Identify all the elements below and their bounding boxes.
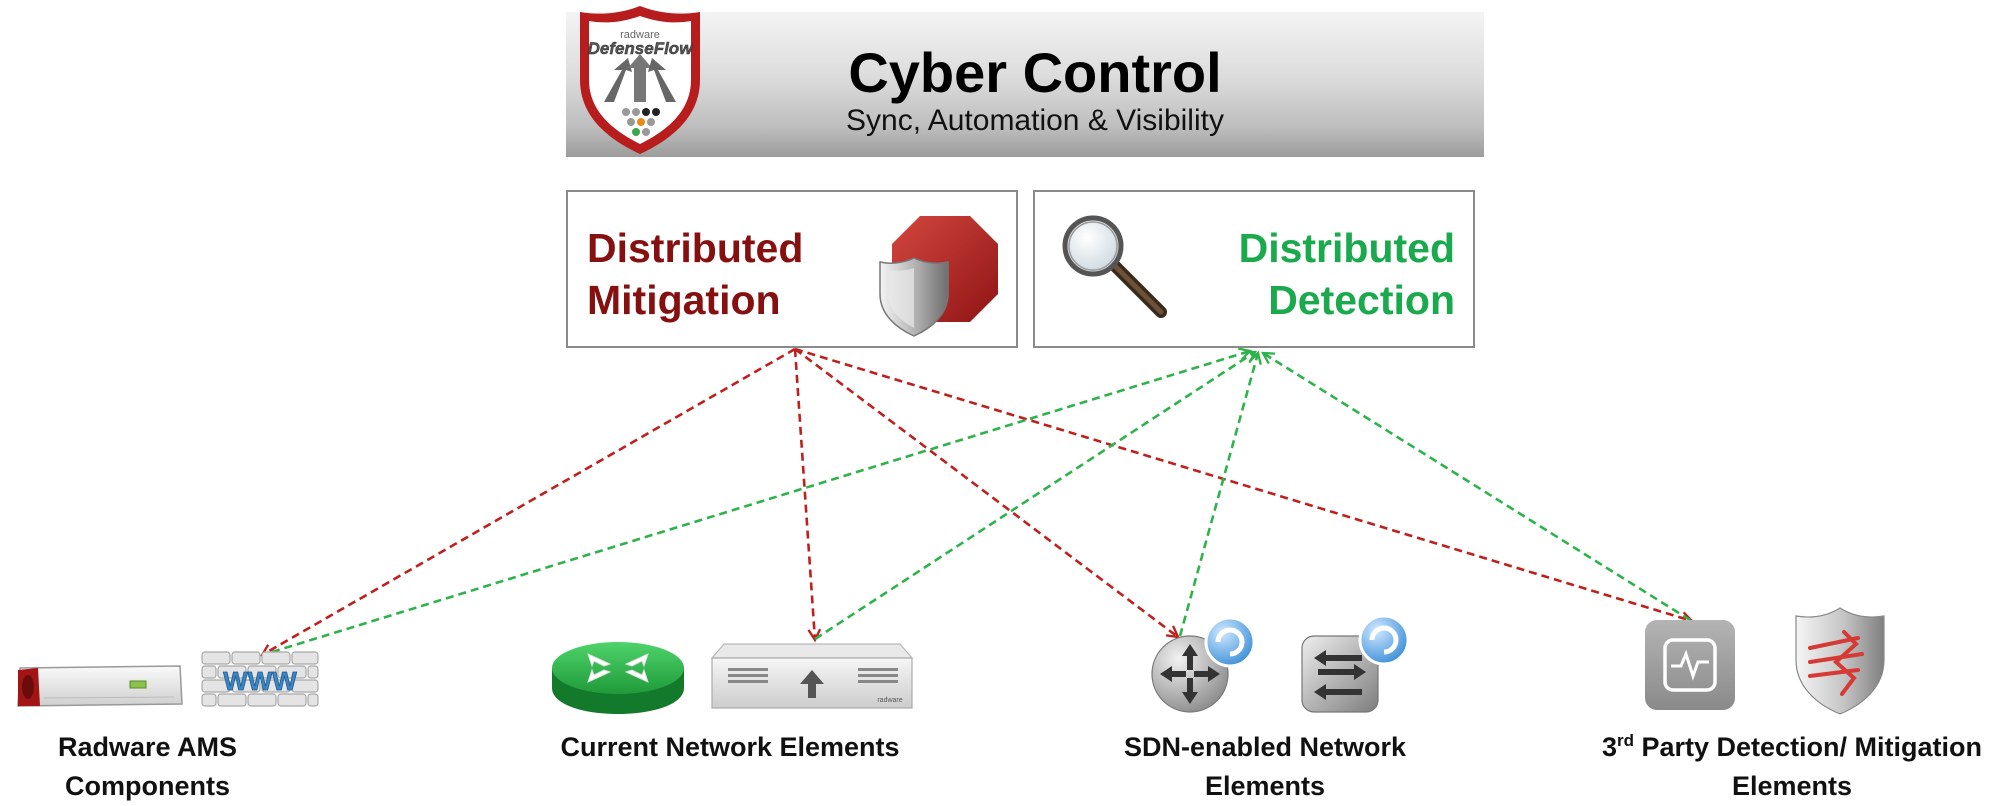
magnifier-icon <box>1062 215 1167 318</box>
detection-arrow-current <box>814 352 1255 641</box>
distributed-mitigation-panel: Distributed Mitigation <box>566 190 1018 348</box>
mitigation-arrow-sdn <box>794 347 1178 637</box>
third-party-label: 3rd Party Detection/ Mitigation Elements <box>1601 731 1983 801</box>
banner-subtitle: Sync, Automation & Visibility <box>846 104 1224 137</box>
router-icon <box>552 642 684 714</box>
banner-title: Cyber Control <box>848 41 1222 104</box>
mitigation-arrow-current <box>793 348 815 640</box>
detection-arrow-third <box>1263 353 1691 622</box>
appliance-icon <box>17 665 183 707</box>
svg-text:DefenseFlow: DefenseFlow <box>588 39 695 58</box>
stop-shield-icon <box>879 216 998 337</box>
defenseflow-logo: radware DefenseFlow <box>580 6 700 154</box>
detection-arrow-sdn <box>1178 353 1258 637</box>
detection-title: Distributed Detection <box>1238 225 1455 323</box>
mitigation-title: Distributed Mitigation <box>587 225 804 323</box>
mitigation-arrow-ams <box>262 347 796 655</box>
svg-text:WWW: WWW <box>223 666 297 696</box>
shield-icon <box>1795 607 1885 715</box>
sdn-label: SDN-enabled Network Elements <box>1123 732 1407 801</box>
distributed-detection-panel: Distributed Detection <box>1033 190 1475 348</box>
mitigation-arrow-third <box>794 347 1692 621</box>
detection-arrow-ams <box>271 351 1250 654</box>
cyber-control-banner: Cyber Control Sync, Automation & Visibil… <box>566 12 1484 157</box>
ams-label: Radware AMS Components <box>57 732 238 801</box>
sdn-switch-icon <box>1301 614 1410 713</box>
www-firewall-icon: WWW <box>201 651 319 707</box>
sdn-router-icon <box>1151 616 1256 713</box>
current-network-label: Current Network Elements <box>560 732 900 762</box>
switch-appliance-icon: radware <box>710 643 914 709</box>
svg-text:radware: radware <box>877 697 902 704</box>
svg-text:radware: radware <box>620 29 660 41</box>
monitor-icon <box>1645 620 1735 710</box>
